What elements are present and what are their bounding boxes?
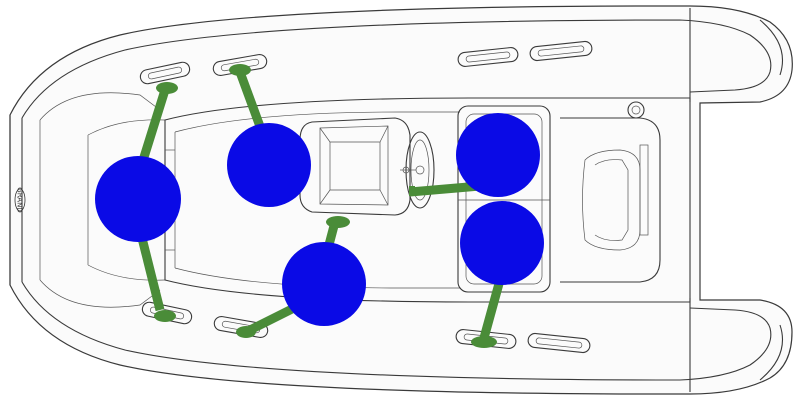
- person-marker-aft-right-seat: [460, 201, 544, 285]
- person-markers: [95, 113, 544, 326]
- grab-handle: [529, 40, 593, 62]
- person-marker-forward-center: [227, 123, 311, 207]
- person-marker-bow-left: [95, 156, 181, 242]
- grab-handle: [457, 47, 519, 67]
- steering-console: [299, 117, 411, 216]
- restraint-line: [471, 278, 505, 348]
- brand-logo: GRAND: [14, 187, 26, 213]
- grab-handle: [139, 61, 191, 85]
- steering-wheel: [400, 131, 435, 209]
- restraint-line: [409, 181, 481, 197]
- brand-logo-text: GRAND: [16, 187, 24, 212]
- person-marker-mid-right: [282, 242, 366, 326]
- person-marker-aft-left-seat: [456, 113, 540, 197]
- grab-handle: [527, 332, 591, 354]
- stern-deck: [560, 101, 661, 283]
- restraint-line: [135, 228, 176, 322]
- hull-outline: [9, 5, 793, 395]
